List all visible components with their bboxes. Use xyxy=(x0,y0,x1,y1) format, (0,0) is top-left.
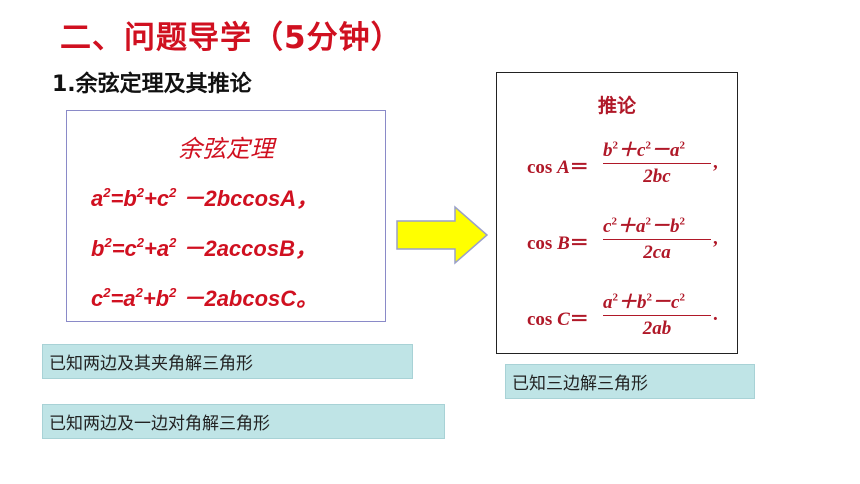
law-title: 余弦定理 xyxy=(178,135,274,163)
law-line-1: a2=b2+c2 －2bccosA， xyxy=(91,185,319,211)
formula-cos-b: cos B＝ c2＋a2－b2 2ca , xyxy=(527,215,718,263)
law-line-2: b2=c2+a2 －2accosB， xyxy=(91,235,317,261)
corollary-box: 推论 cos A＝ b2＋c2－a2 2bc , cos B＝ c2＋a2－b2… xyxy=(496,72,738,354)
tag-three-sides: 已知三边解三角形 xyxy=(505,364,755,399)
page-title: 二、问题导学（5分钟） xyxy=(60,20,403,56)
law-line-3: c2=a2+b2 －2abcosC。 xyxy=(91,285,319,311)
formula-cos-c: cos C＝ a2＋b2－c2 2ab . xyxy=(527,291,718,339)
right-arrow-icon xyxy=(396,205,489,265)
formula-cos-a: cos A＝ b2＋c2－a2 2bc , xyxy=(527,139,718,187)
tag-two-sides-included-angle: 已知两边及其夹角解三角形 xyxy=(42,344,413,379)
section-subtitle: 1.余弦定理及其推论 xyxy=(52,72,252,97)
corollary-title: 推论 xyxy=(597,95,636,117)
law-of-cosines-box: 余弦定理 a2=b2+c2 －2bccosA， b2=c2+a2 －2accos… xyxy=(66,110,386,322)
tag-two-sides-opposite-angle: 已知两边及一边对角解三角形 xyxy=(42,404,445,439)
